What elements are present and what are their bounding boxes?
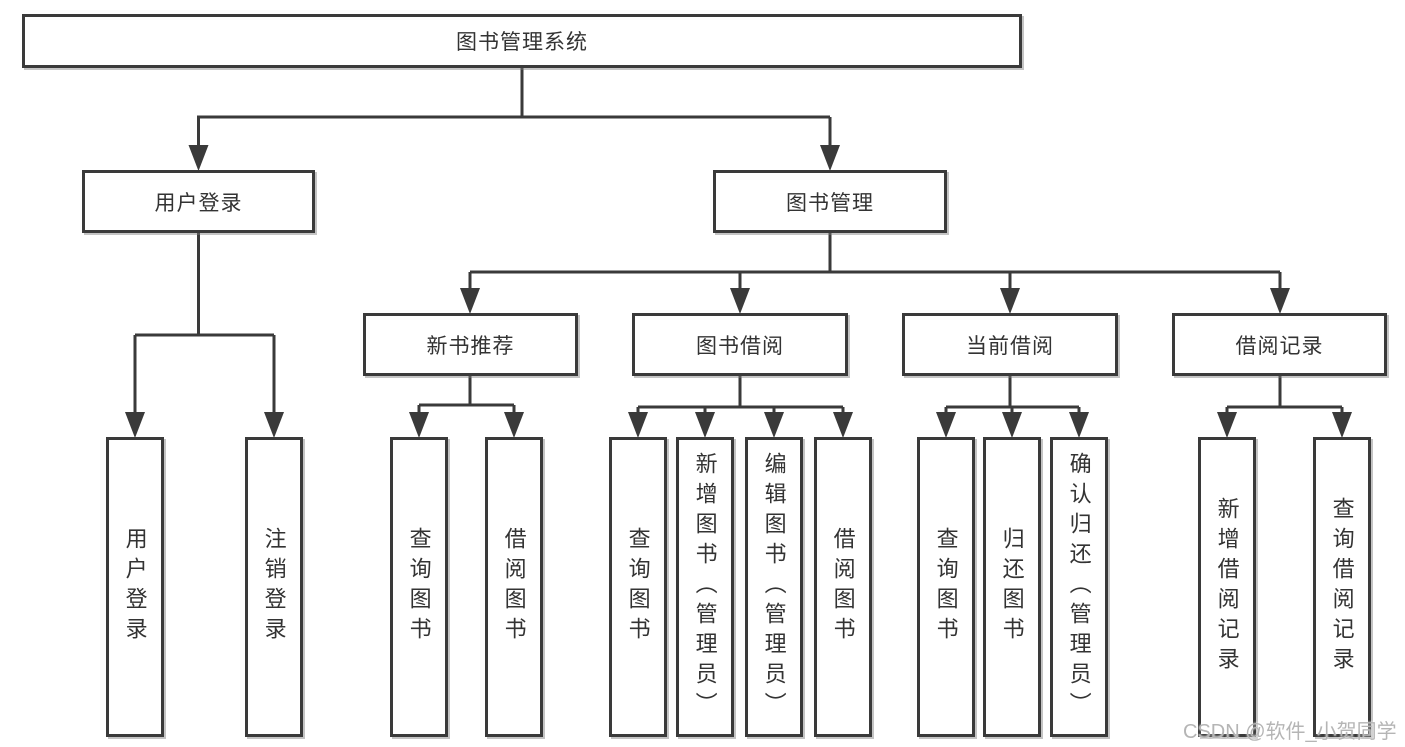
leaf-confirm-return-admin: 确认归还（管理员） xyxy=(1050,437,1108,737)
node-book-borrow: 图书借阅 xyxy=(632,313,848,376)
leaf-borrow-book: 借阅图书 xyxy=(814,437,872,737)
leaf-add-book-admin: 新增图书（管理员） xyxy=(676,437,734,737)
node-book-management: 图书管理 xyxy=(713,170,947,233)
arrowheads xyxy=(125,145,1352,438)
node-library-system: 图书管理系统 xyxy=(22,14,1022,68)
leaf-logout: 注销登录 xyxy=(245,437,303,737)
csdn-watermark: CSDN @软件_小贺同学 xyxy=(1183,721,1397,743)
leaf-edit-book-admin: 编辑图书（管理员） xyxy=(745,437,803,737)
node-borrow-record: 借阅记录 xyxy=(1172,313,1387,376)
leaf-return-book: 归还图书 xyxy=(983,437,1041,737)
leaf-user-login: 用户登录 xyxy=(106,437,164,737)
node-new-book-recommend: 新书推荐 xyxy=(363,313,578,376)
node-user-login: 用户登录 xyxy=(82,170,315,233)
leaf-query-book-recommend: 查询图书 xyxy=(390,437,448,737)
leaf-query-book-current: 查询图书 xyxy=(917,437,975,737)
leaf-add-borrow-record: 新增借阅记录 xyxy=(1198,437,1256,737)
node-current-borrow: 当前借阅 xyxy=(902,313,1118,376)
leaf-borrow-book-recommend: 借阅图书 xyxy=(485,437,543,737)
leaf-query-borrow-record: 查询借阅记录 xyxy=(1313,437,1371,737)
leaf-query-book-borrow: 查询图书 xyxy=(609,437,667,737)
